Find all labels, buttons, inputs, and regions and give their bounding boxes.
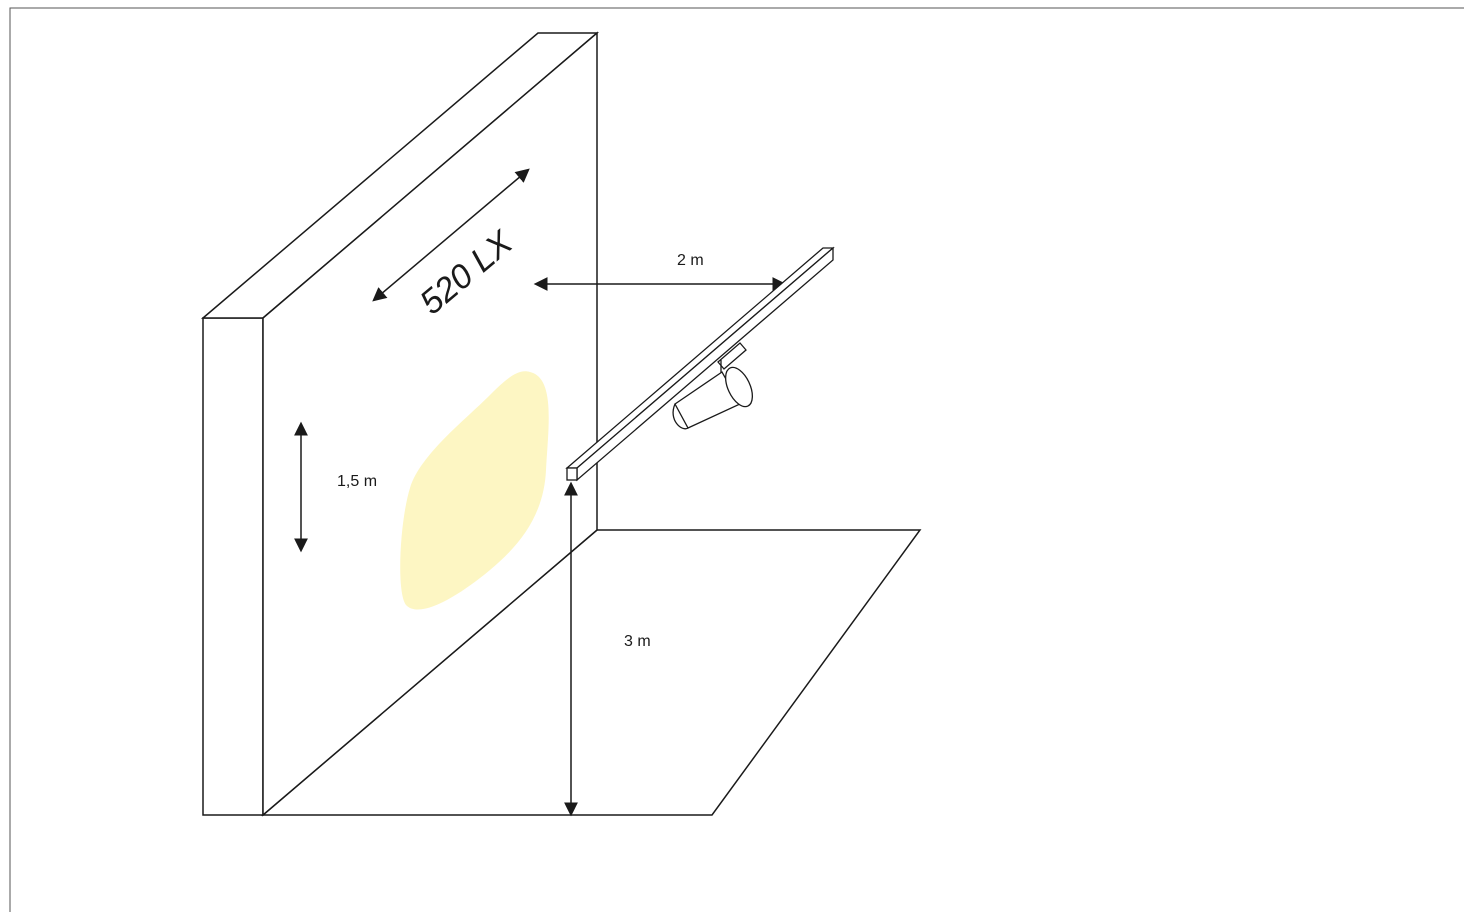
page-border bbox=[9, 7, 1464, 917]
spotlight-fixture bbox=[672, 342, 753, 430]
beam-height-label: 1,5 m bbox=[337, 473, 377, 490]
track-rail bbox=[565, 246, 835, 482]
horizontal-distance-label: 2 m bbox=[677, 252, 704, 269]
illuminance-arrow bbox=[372, 168, 530, 302]
wall-side-face bbox=[202, 317, 264, 816]
mount-height-label: 3 m bbox=[624, 633, 651, 650]
light-spot bbox=[400, 371, 549, 610]
